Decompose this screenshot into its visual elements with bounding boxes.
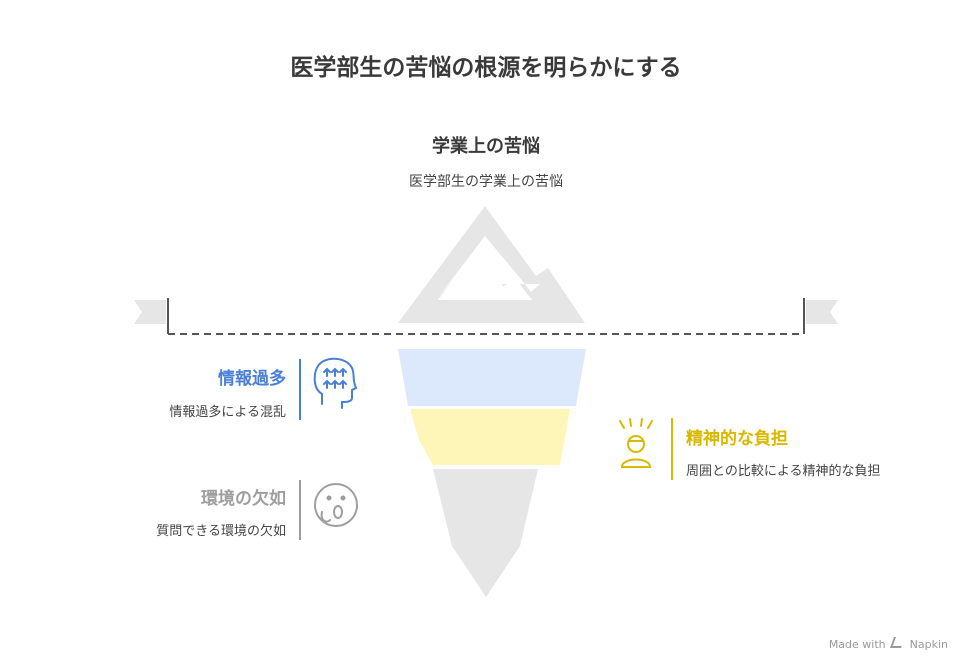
item-title-information-overload: 情報過多	[218, 369, 286, 389]
band-information-overload	[398, 349, 586, 406]
napkin-logo-icon	[890, 637, 906, 648]
stressed-person-icon	[619, 418, 653, 468]
right-flag-icon	[803, 298, 838, 334]
surprised-face-icon	[314, 483, 358, 527]
mountain-icon	[398, 206, 585, 323]
page-title: 医学部生の苦悩の根源を明らかにする	[290, 55, 682, 81]
item-description-mental-burden: 周囲との比較による精神的な負担	[686, 464, 881, 479]
watermark-brand: Napkin	[909, 638, 948, 651]
top-description: 医学部生の学業上の苦悩	[409, 174, 563, 190]
item-description-information-overload: 情報過多による混乱	[169, 405, 286, 420]
top-heading: 学業上の苦悩	[432, 136, 540, 157]
left-flag-icon	[134, 298, 169, 334]
watermark: Made with Napkin	[829, 637, 948, 651]
item-title-lack-of-environment: 環境の欠如	[201, 489, 286, 509]
item-title-mental-burden: 精神的な負担	[686, 429, 788, 449]
head-arrows-icon	[313, 357, 358, 409]
watermark-prefix: Made with	[828, 638, 886, 651]
item-description-lack-of-environment: 質問できる環境の欠如	[156, 524, 286, 539]
band-lack-of-environment	[433, 469, 538, 597]
band-mental-burden	[410, 409, 570, 465]
